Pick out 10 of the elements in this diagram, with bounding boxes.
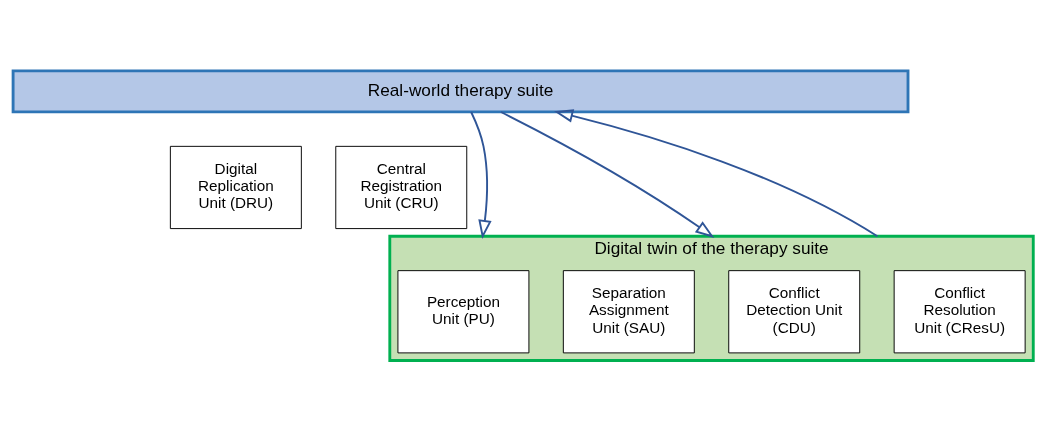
arrow bbox=[500, 111, 715, 238]
node-box: Conflict Detection Unit (CDU) bbox=[728, 270, 861, 354]
node-box: Separation Assignment Unit (SAU) bbox=[562, 270, 695, 354]
node-box: Real-world therapy suite bbox=[11, 69, 910, 114]
node-box: Central Registration Unit (CRU) bbox=[335, 145, 468, 230]
arrow bbox=[470, 111, 492, 240]
node-box: Digital Replication Unit (DRU) bbox=[169, 145, 302, 230]
node-box: Perception Unit (PU) bbox=[397, 270, 530, 354]
arrow bbox=[554, 109, 879, 238]
node-box: Conflict Resolution Unit (CResU) bbox=[893, 270, 1026, 354]
